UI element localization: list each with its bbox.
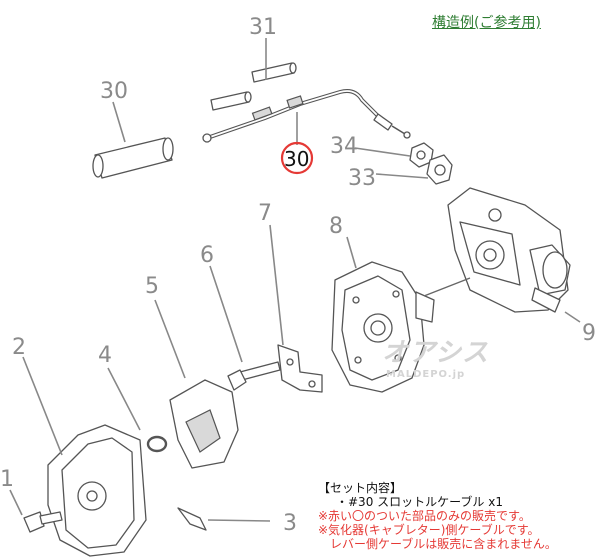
notes-box: 【セット内容】 ・#30 スロットルケーブル x1 ※赤い〇のついた部品のみの販… [318,481,598,551]
part-number-6: 6 [200,243,214,268]
part-number-30: 30 [284,147,309,171]
part-5-filter [169,379,239,469]
part-number-34: 34 [330,134,358,159]
notes-warning-2: ※気化器(キャブレター)側ケーブルです。 [318,523,540,537]
part-number-32: 31 [249,15,277,40]
part-3-clip [177,507,207,531]
part-30-highlight [280,141,314,175]
part-number-4: 4 [98,343,112,368]
watermark-logo: オアシス [382,338,489,368]
part-32-pins [210,62,297,111]
part-2-cover [47,424,147,557]
notes-warning-3: レバー側ケーブルは販売に含まれません。 [330,537,557,551]
part-number-31: 30 [100,79,128,104]
notes-heading: 【セット内容】 [318,481,403,495]
part-number-7: 7 [258,201,272,226]
part-6-bolt [227,361,281,391]
part-number-2: 2 [12,335,26,360]
part-8-cleaner-base [331,261,471,393]
part-number-labels: 31 30 30 34 33 7 8 6 5 4 2 1 9 3 [0,15,596,536]
notes-item: ・#30 スロットルケーブル x1 [336,495,503,509]
part-9-carburetor [447,187,571,313]
part-30-throttle-cable [202,89,411,143]
part-number-9: 9 [582,321,596,346]
notes-warning-1: ※赤い〇のついた部品のみの販売です。 [318,509,531,523]
part-1-cover-bolt [23,511,63,533]
part-number-3: 3 [283,511,297,536]
part-33-nut [426,154,453,185]
leader-lines [9,38,581,522]
part-31-sleeve [92,137,174,179]
part-number-8: 8 [329,214,343,239]
watermark-url: MALDEPO.jp [386,369,466,380]
part-number-5: 5 [145,274,159,299]
part-number-33: 33 [348,166,376,191]
part-number-1: 1 [0,467,14,492]
diagram-caption: 構造例(ご参考用) [432,15,541,31]
part-7-bracket [277,344,323,393]
part-4-ring [146,435,168,453]
